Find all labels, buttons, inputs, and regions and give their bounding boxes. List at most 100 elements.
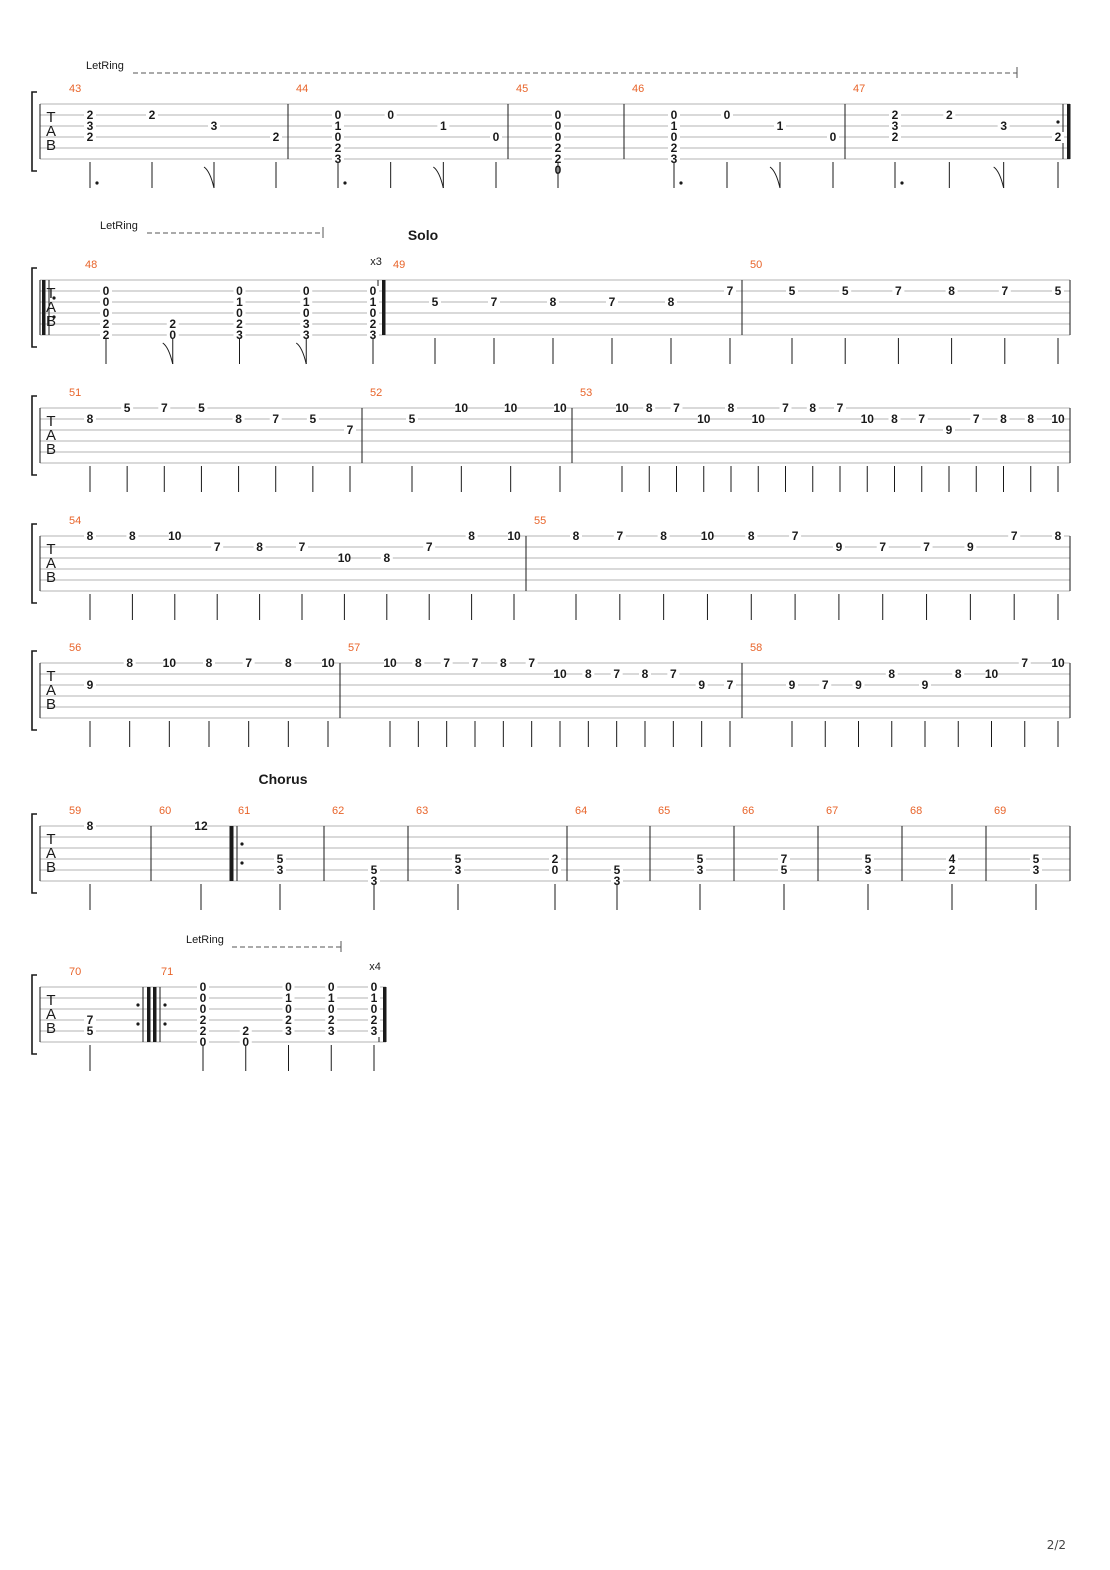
fret-bg — [552, 110, 564, 121]
fret-bg — [168, 531, 181, 542]
fret-number: 10 — [163, 656, 177, 670]
fret-bg — [610, 669, 623, 680]
fret-number: 2 — [87, 130, 94, 144]
fret-number: 7 — [879, 540, 886, 554]
fret-number: 0 — [242, 1035, 249, 1049]
fret-bg — [84, 132, 96, 143]
fret-number: 8 — [642, 667, 649, 681]
fret-bg — [197, 982, 209, 993]
fret-number: 2 — [169, 317, 176, 331]
fret-number: 7 — [895, 284, 902, 298]
fret-bg — [368, 982, 380, 993]
fret-bg — [380, 553, 393, 564]
fret-number: 0 — [371, 980, 378, 994]
fret-number: 10 — [507, 529, 521, 543]
system-brace — [31, 650, 37, 731]
fret-bg — [695, 680, 708, 691]
fret-number: 5 — [198, 401, 205, 415]
measure-number: 58 — [750, 642, 762, 654]
fret-bg — [1052, 658, 1064, 669]
fret-bg — [166, 319, 179, 330]
fret-number: 0 — [370, 284, 377, 298]
fret-number: 7 — [299, 540, 306, 554]
fret-bg — [861, 414, 874, 425]
fret-number: 8 — [891, 412, 898, 426]
fret-number: 7 — [87, 1013, 94, 1027]
fret-number: 9 — [967, 540, 974, 554]
fret-bg — [412, 658, 425, 669]
repeat-dot — [240, 842, 244, 846]
fret-number: 3 — [303, 317, 310, 331]
fret-bg — [423, 542, 436, 553]
fret-number: 1 — [777, 119, 784, 133]
fret-bg — [197, 993, 209, 1004]
fret-bg — [552, 154, 564, 165]
fret-number: 9 — [836, 540, 843, 554]
fret-number: 2 — [103, 328, 110, 342]
fret-number: 3 — [285, 1024, 292, 1038]
fret-bg — [888, 414, 901, 425]
fret-bg — [554, 669, 566, 680]
fret-bg — [300, 286, 313, 297]
fret-bg — [668, 121, 680, 132]
fret-bg — [985, 669, 998, 680]
tab-clef-letter: A — [46, 427, 56, 444]
fret-number: 3 — [236, 328, 243, 342]
measure-number: 65 — [658, 805, 670, 817]
fret-bg — [832, 542, 845, 553]
fret-bg — [368, 993, 380, 1004]
fret-bg — [549, 854, 561, 865]
fret-bg — [84, 531, 96, 542]
fret-bg — [552, 132, 564, 143]
fret-number: 7 — [923, 540, 930, 554]
fret-bg — [274, 854, 286, 865]
fret-bg — [195, 403, 208, 414]
tab-clef-letter: B — [46, 696, 56, 713]
fret-number: 1 — [236, 295, 243, 309]
fret-bg — [778, 865, 790, 876]
tab-clef-letter: T — [46, 413, 55, 430]
measure-number: 60 — [159, 805, 171, 817]
fret-bg — [582, 669, 595, 680]
fret-number: 1 — [335, 119, 342, 133]
rhythm-dot — [343, 181, 347, 185]
fret-number: 5 — [432, 295, 439, 309]
fret-bg — [1024, 414, 1037, 425]
start-repeat-bar — [153, 987, 157, 1042]
fret-number: 2 — [671, 141, 678, 155]
fret-number: 3 — [1000, 119, 1007, 133]
fret-number: 3 — [335, 152, 342, 166]
fret-bg — [270, 132, 282, 143]
fret-bg — [834, 403, 846, 414]
section-label: Solo — [408, 227, 438, 243]
measure-number: 59 — [69, 805, 81, 817]
fret-bg — [1052, 286, 1064, 297]
fret-number: 2 — [103, 317, 110, 331]
fret-bg — [721, 110, 733, 121]
fret-bg — [84, 680, 96, 691]
fret-number: 9 — [855, 678, 862, 692]
fret-bg — [123, 658, 136, 669]
fret-bg — [282, 993, 295, 1004]
fret-number: 10 — [701, 529, 715, 543]
fret-bg — [819, 680, 832, 691]
fret-bg — [367, 297, 379, 308]
eighth-flag — [993, 166, 1005, 189]
fret-bg — [269, 414, 282, 425]
fret-bg — [84, 821, 96, 832]
fret-bg — [694, 854, 706, 865]
tab-clef-letter: A — [46, 845, 56, 862]
fret-bg — [100, 308, 112, 319]
fret-bg — [885, 669, 898, 680]
fret-number: 0 — [200, 1035, 207, 1049]
fret-bg — [84, 1026, 96, 1037]
fret-number: 2 — [949, 863, 956, 877]
fret-bg — [368, 1015, 380, 1026]
fret-number: 9 — [946, 423, 953, 437]
fret-bg — [552, 143, 564, 154]
fret-number: 5 — [310, 412, 317, 426]
fret-number: 2 — [328, 1013, 335, 1027]
end-repeat-bar — [1067, 104, 1071, 159]
fret-number: 3 — [1033, 863, 1040, 877]
